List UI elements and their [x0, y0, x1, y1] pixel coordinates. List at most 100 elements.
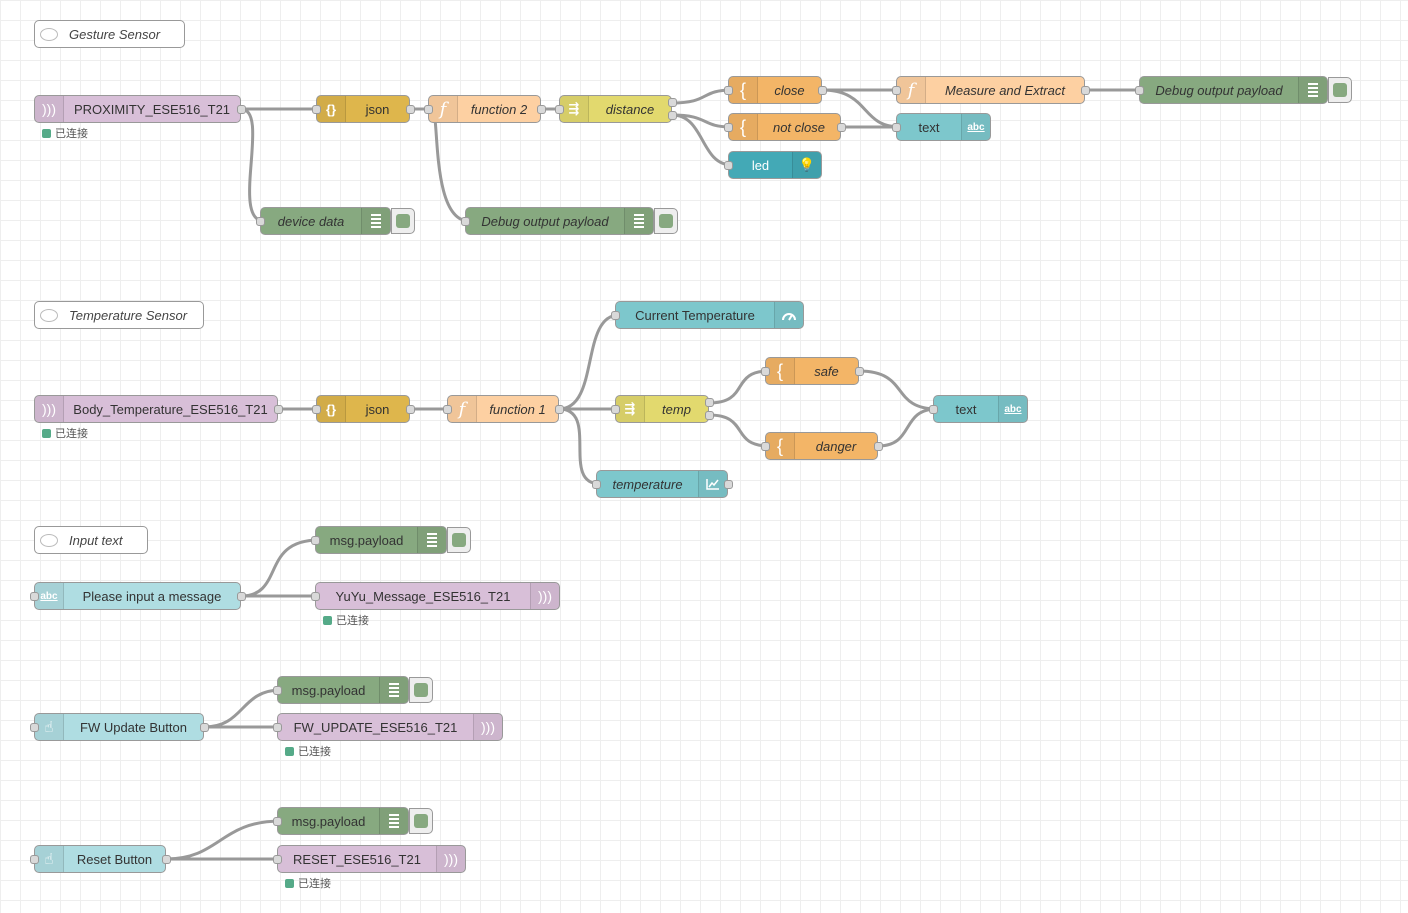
status-dot-icon — [285, 878, 294, 888]
ui-chart-node[interactable]: temperature — [596, 470, 728, 498]
function-node-measure[interactable]: f Measure and Extract — [896, 76, 1085, 104]
output-port[interactable] — [705, 398, 714, 407]
debug-node-reset[interactable]: msg.payload — [277, 807, 409, 835]
output-port[interactable] — [1081, 86, 1090, 95]
input-port[interactable] — [30, 855, 39, 864]
input-port[interactable] — [256, 217, 265, 226]
output-port[interactable] — [237, 592, 246, 601]
output-port[interactable] — [818, 86, 827, 95]
input-port[interactable] — [443, 405, 452, 414]
change-node-danger[interactable]: { danger — [765, 432, 878, 460]
output-port[interactable] — [537, 105, 546, 114]
ui-text-input-node[interactable]: abc Please input a message — [34, 582, 241, 610]
output-port[interactable] — [724, 480, 733, 489]
input-port[interactable] — [30, 592, 39, 601]
function-icon: f — [448, 396, 477, 422]
debug-toggle-button[interactable] — [409, 808, 433, 834]
function-node-2[interactable]: f function 2 — [428, 95, 541, 123]
switch-node-temp[interactable]: ⇶ temp — [615, 395, 709, 423]
debug-node-fw[interactable]: msg.payload — [277, 676, 409, 704]
mqtt-out-node-message[interactable]: YuYu_Message_ESE516_T21 ))) — [315, 582, 560, 610]
change-node-not-close[interactable]: { not close — [728, 113, 841, 141]
comment-label: Input text — [69, 532, 123, 548]
input-port[interactable] — [273, 855, 282, 864]
change-node-safe[interactable]: { safe — [765, 357, 859, 385]
node-label: Please input a message — [82, 588, 222, 604]
debug-node-mid[interactable]: Debug output payload — [465, 207, 654, 235]
debug-toggle-button[interactable] — [447, 527, 471, 553]
json-node-temperature[interactable]: {} json — [316, 395, 410, 423]
output-port[interactable] — [200, 723, 209, 732]
output-port[interactable] — [837, 123, 846, 132]
debug-toggle-button[interactable] — [391, 208, 415, 234]
input-port[interactable] — [424, 105, 433, 114]
input-port[interactable] — [892, 123, 901, 132]
debug-node-device-data[interactable]: device data — [260, 207, 391, 235]
debug-toggle-button[interactable] — [409, 677, 433, 703]
wire — [671, 88, 733, 105]
output-port[interactable] — [874, 442, 883, 451]
ui-led-node[interactable]: led 💡 — [728, 151, 822, 179]
ui-text-node-temperature[interactable]: text abc — [933, 395, 1028, 423]
abc-icon: abc — [35, 583, 64, 609]
output-port[interactable] — [555, 405, 564, 414]
input-port[interactable] — [312, 105, 321, 114]
ui-gauge-node[interactable]: Current Temperature — [615, 301, 804, 329]
json-braces-icon: {} — [317, 96, 346, 122]
input-port[interactable] — [311, 536, 320, 545]
input-port[interactable] — [611, 405, 620, 414]
output-port[interactable] — [406, 105, 415, 114]
ui-button-node-fw-update[interactable]: ☝ FW Update Button — [34, 713, 204, 741]
input-port[interactable] — [724, 86, 733, 95]
output-port[interactable] — [162, 855, 171, 864]
mqtt-in-node-proximity[interactable]: ))) PROXIMITY_ESE516_T21 — [34, 95, 241, 123]
debug-node-input[interactable]: msg.payload — [315, 526, 447, 554]
input-port[interactable] — [611, 311, 620, 320]
input-port[interactable] — [724, 123, 733, 132]
comment-label: Gesture Sensor — [69, 26, 161, 42]
input-port[interactable] — [30, 723, 39, 732]
debug-toggle-button[interactable] — [654, 208, 678, 234]
mqtt-in-node-body-temperature[interactable]: ))) Body_Temperature_ESE516_T21 — [34, 395, 278, 423]
output-port[interactable] — [237, 105, 246, 114]
ui-text-node-gesture[interactable]: text abc — [896, 113, 991, 141]
input-port[interactable] — [312, 405, 321, 414]
input-port[interactable] — [273, 723, 282, 732]
input-port[interactable] — [724, 161, 733, 170]
debug-node-right[interactable]: Debug output payload — [1139, 76, 1328, 104]
node-label: msg.payload — [291, 682, 366, 698]
switch-node-distance[interactable]: ⇶ distance — [559, 95, 672, 123]
ui-button-node-reset[interactable]: ☝ Reset Button — [34, 845, 166, 873]
input-port[interactable] — [761, 442, 770, 451]
input-port[interactable] — [311, 592, 320, 601]
input-port[interactable] — [461, 217, 470, 226]
debug-toggle-button[interactable] — [1328, 77, 1352, 103]
input-port[interactable] — [929, 405, 938, 414]
output-port[interactable] — [274, 405, 283, 414]
mqtt-out-node-fw-update[interactable]: FW_UPDATE_ESE516_T21 ))) — [277, 713, 503, 741]
output-port[interactable] — [668, 98, 677, 107]
connection-status: 已连接 — [285, 743, 331, 759]
abc-icon: abc — [961, 114, 990, 140]
comment-temperature-sensor[interactable]: Temperature Sensor — [34, 301, 204, 329]
output-port[interactable] — [668, 111, 677, 120]
json-node-gesture[interactable]: {} json — [316, 95, 410, 123]
comment-input-text[interactable]: Input text — [34, 526, 148, 554]
input-port[interactable] — [273, 817, 282, 826]
node-label: safe — [814, 363, 839, 379]
input-port[interactable] — [1135, 86, 1144, 95]
status-dot-icon — [285, 746, 294, 756]
mqtt-out-node-reset[interactable]: RESET_ESE516_T21 ))) — [277, 845, 466, 873]
function-node-1[interactable]: f function 1 — [447, 395, 559, 423]
input-port[interactable] — [273, 686, 282, 695]
output-port[interactable] — [705, 411, 714, 420]
comment-gesture-sensor[interactable]: Gesture Sensor — [34, 20, 185, 48]
output-port[interactable] — [855, 367, 864, 376]
output-port[interactable] — [406, 405, 415, 414]
input-port[interactable] — [555, 105, 564, 114]
input-port[interactable] — [761, 367, 770, 376]
input-port[interactable] — [892, 86, 901, 95]
debug-list-icon — [361, 208, 390, 234]
change-node-close[interactable]: { close — [728, 76, 822, 104]
input-port[interactable] — [592, 480, 601, 489]
